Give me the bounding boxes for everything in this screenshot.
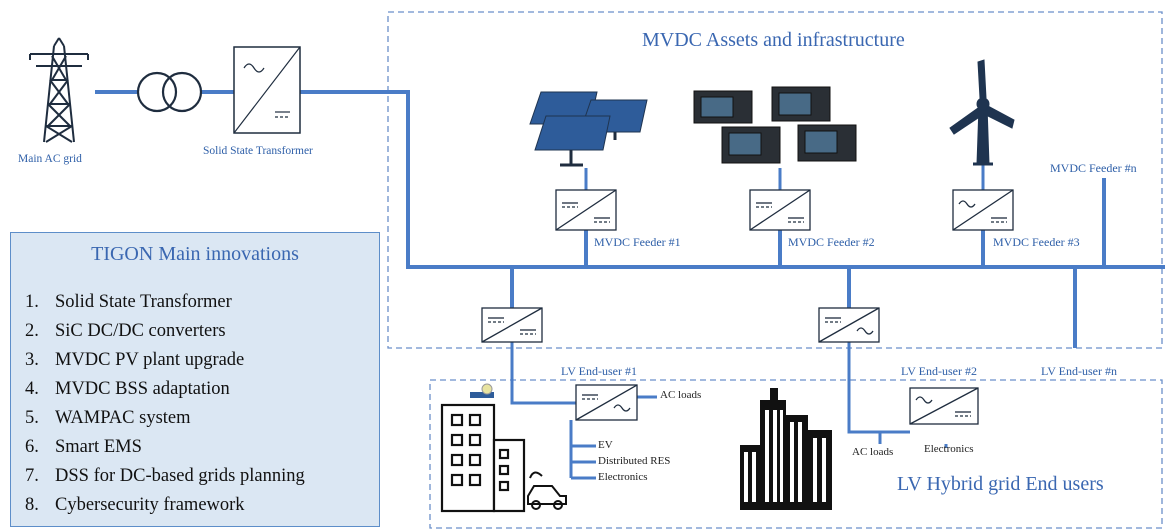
list-item-text: MVDC PV plant upgrade [55,350,245,370]
battery-storage-icon [693,86,857,164]
distribution-lines [510,342,948,480]
list-item-number: 3. [25,350,39,370]
list-item-text: WAMPAC system [55,408,191,428]
list-item: 2. SiC DC/DC converters [25,317,305,346]
list-item-number: 7. [25,466,39,486]
lvn-label: LV End-user #n [1041,364,1117,378]
list-item-text: Solid State Transformer [55,292,232,312]
wind-turbine-icon [949,59,1015,166]
converter-user-1 [575,384,638,421]
list-item-text: Cybersecurity framework [55,495,245,515]
transmission-tower-icon [29,37,89,143]
sst-label: Solid State Transformer [203,145,313,157]
feeder2-label: MVDC Feeder #2 [788,235,875,249]
list-item: 6. Smart EMS [25,433,305,462]
list-item-number: 8. [25,495,39,515]
converter-user-2 [909,387,979,425]
list-item: 8. Cybersecurity framework [25,491,305,520]
list-item-text: Smart EMS [55,437,142,457]
lv-region-title: LV Hybrid grid End users [897,473,1104,495]
innovations-title: TIGON Main innovations [91,243,299,265]
main-ac-grid-label: Main AC grid [18,153,82,165]
converter-feeder-1 [555,189,617,231]
list-item-text: SiC DC/DC converters [55,321,226,341]
list-item-number: 2. [25,321,39,341]
list-item-text: MVDC BSS adaptation [55,379,230,399]
feeder3-label: MVDC Feeder #3 [993,235,1080,249]
converter-feeder-2 [749,189,811,231]
transformer-icon [136,71,203,113]
list-item: 7. DSS for DC-based grids planning [25,462,305,491]
list-item-text: DSS for DC-based grids planning [55,466,305,486]
list-item: 5. WAMPAC system [25,404,305,433]
innovations-list: 1. Solid State Transformer 2. SiC DC/DC co… [25,288,305,520]
feedern-label: MVDC Feeder #n [1050,161,1137,175]
list-item-number: 6. [25,437,39,457]
solar-panel-icon [529,91,648,167]
ac-loads-1-label: AC loads [660,389,702,401]
city-buildings-icon [740,388,832,510]
lv2-label: LV End-user #2 [901,364,977,378]
lv1-label: LV End-user #1 [561,364,637,378]
feeder1-label: MVDC Feeder #1 [594,235,681,249]
ac-loads-2-label: AC loads [852,446,894,458]
lv-region-border [429,379,1163,529]
innovations-panel: TIGON Main innovations 1. Solid State Tra… [10,232,380,527]
electric-car-icon [527,471,567,510]
smart-building-icon [440,383,526,513]
list-item-number: 4. [25,379,39,399]
mvdc-region-title: MVDC Assets and infrastructure [642,29,905,51]
distributed-res-label: Distributed RES [598,455,671,467]
list-item: 1. Solid State Transformer [25,288,305,317]
list-item-number: 1. [25,292,39,312]
converter-lv-2 [818,307,880,343]
mvdc-region-border [387,11,1163,349]
converter-lv-1 [481,307,543,343]
list-item: 3. MVDC PV plant upgrade [25,346,305,375]
bus-lines [95,90,1165,348]
list-item-number: 5. [25,408,39,428]
feeder-stems [584,163,985,190]
ev-label: EV [598,439,613,451]
electronics-1-label: Electronics [598,471,648,483]
list-item: 4. MVDC BSS adaptation [25,375,305,404]
sst-converter-icon [233,46,301,134]
electronics-2-label: Electronics [924,443,974,455]
converter-feeder-3 [952,189,1014,231]
